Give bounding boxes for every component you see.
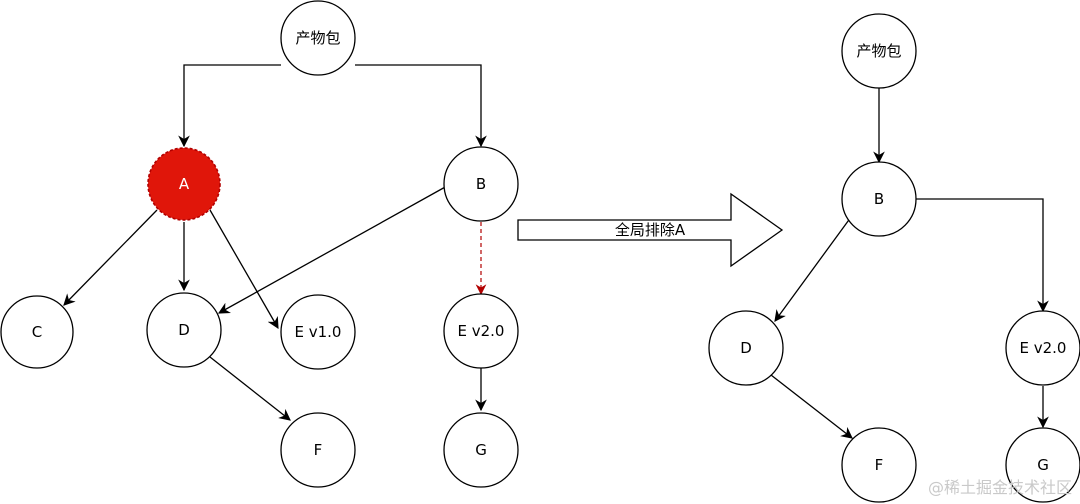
node-root-right: 产物包 [841, 13, 917, 89]
right-edges [770, 88, 1049, 439]
svg-text:E v1.0: E v1.0 [295, 323, 342, 341]
svg-text:C: C [32, 323, 42, 341]
node-c: C [0, 295, 74, 369]
svg-text:产物包: 产物包 [856, 42, 901, 60]
node-f-right: F [841, 427, 917, 503]
svg-text:G: G [475, 441, 487, 459]
edge-b-d-right [774, 201, 863, 322]
edge-root-b [355, 64, 487, 148]
svg-text:G: G [1037, 456, 1049, 474]
watermark: @稀土掘金技术社区 [927, 478, 1072, 497]
node-e2-right: E v2.0 [1005, 310, 1080, 386]
svg-text:A: A [179, 175, 190, 193]
transition-arrow-label: 全局排除A [615, 221, 686, 239]
node-root-left: 产物包 [280, 0, 356, 76]
edge-a-c [63, 209, 158, 306]
svg-text:E v2.0: E v2.0 [458, 322, 505, 340]
svg-text:B: B [874, 190, 884, 208]
node-d-right: D [708, 310, 784, 386]
edge-d-f-right [770, 374, 853, 439]
edge-root-a [178, 64, 281, 148]
svg-text:D: D [740, 339, 752, 357]
node-b-left: B [443, 146, 519, 222]
node-g-right: G [1005, 427, 1080, 503]
node-e1: E v1.0 [280, 294, 356, 370]
svg-text:F: F [875, 456, 884, 474]
edge-a-e1 [209, 209, 279, 330]
svg-text:E v2.0: E v2.0 [1020, 339, 1067, 357]
transition-arrow: 全局排除A [517, 192, 784, 268]
node-a-excluded: A [147, 147, 221, 221]
edge-b-d [217, 185, 448, 314]
svg-text:产物包: 产物包 [295, 29, 340, 47]
svg-text:F: F [314, 441, 323, 459]
node-b-right: B [841, 161, 917, 237]
edge-b-e2-right [916, 198, 1049, 313]
edge-d-f [209, 356, 291, 421]
svg-text:B: B [476, 175, 486, 193]
node-e2-left: E v2.0 [443, 293, 519, 369]
node-g-left: G [443, 412, 519, 488]
node-f-left: F [280, 412, 356, 488]
svg-text:D: D [178, 321, 190, 339]
left-edges [63, 64, 487, 421]
node-d-left: D [146, 292, 222, 368]
